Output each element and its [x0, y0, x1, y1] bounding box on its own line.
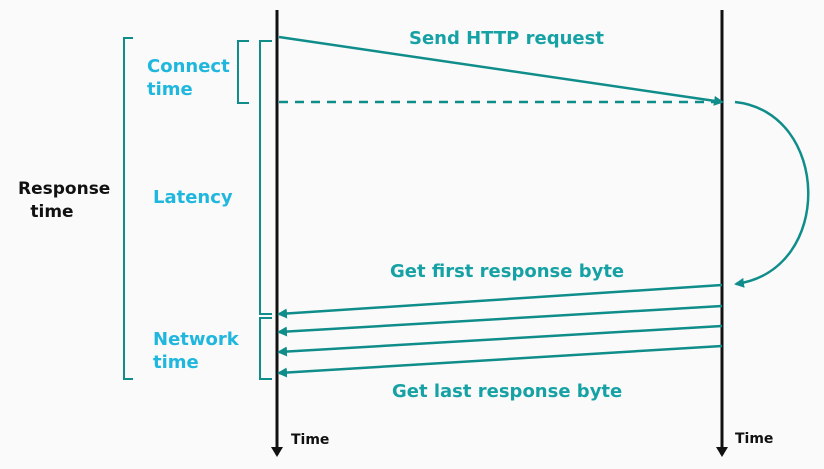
response-arrow-3 — [277, 324, 723, 357]
client-time-axis-label: Time — [291, 432, 330, 448]
latency-label: Latency — [153, 187, 233, 208]
response-arrow-4 — [277, 344, 723, 378]
response-arrow-2 — [277, 304, 723, 337]
connect-time-label: Connect time — [147, 56, 230, 100]
connect-time-bracket — [237, 40, 249, 104]
network-time-label: Network time — [153, 329, 239, 373]
latency-bracket — [259, 40, 272, 315]
first-byte-label: Get first response byte — [390, 261, 625, 282]
server-time-axis-label: Time — [735, 431, 774, 447]
response-arrow-1 — [277, 283, 723, 319]
processing-curve-arrow — [734, 100, 810, 288]
network-time-bracket — [259, 317, 272, 380]
send-request-label: Send HTTP request — [409, 28, 604, 49]
response-time-label: Response time — [18, 179, 111, 222]
response-time-bracket — [123, 37, 133, 380]
last-byte-label: Get last response byte — [392, 381, 623, 402]
send-request-arrow — [278, 35, 724, 106]
